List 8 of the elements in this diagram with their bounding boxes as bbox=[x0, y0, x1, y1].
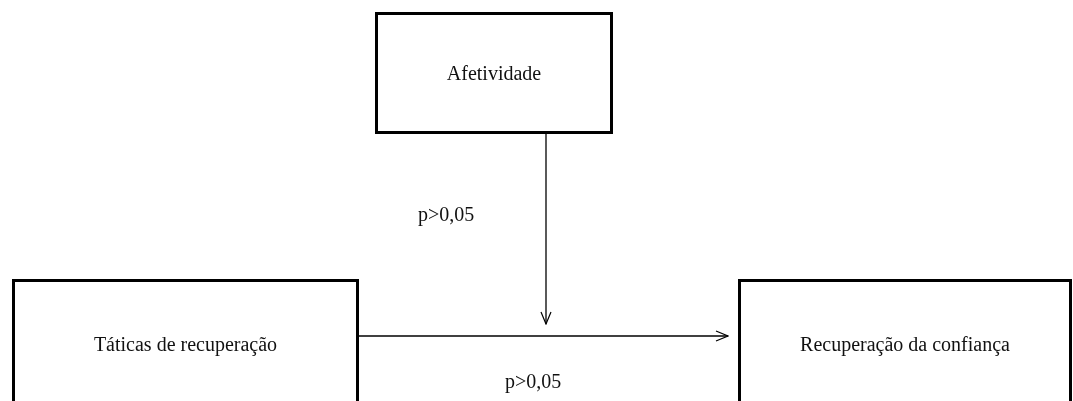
arrow bbox=[540, 133, 552, 325]
variable-box bbox=[375, 12, 613, 134]
arrow bbox=[358, 330, 729, 342]
variable-name: Afetividade bbox=[446, 61, 542, 85]
variable-box bbox=[12, 279, 359, 401]
variable-box bbox=[738, 279, 1072, 401]
variable-name: Táticas de recuperação bbox=[93, 332, 278, 356]
variable-name: Recuperação da confiança bbox=[800, 332, 1010, 356]
